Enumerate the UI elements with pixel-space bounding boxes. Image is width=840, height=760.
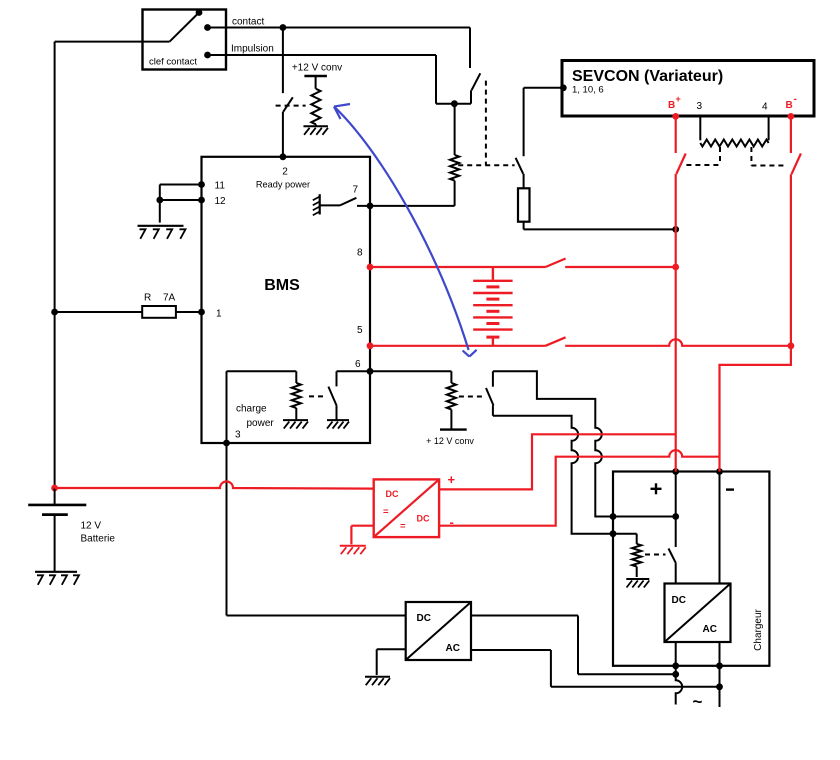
svg-text:1, 10, 6: 1, 10, 6	[572, 85, 604, 96]
svg-text:DC: DC	[386, 489, 399, 499]
svg-text:11: 11	[215, 181, 226, 192]
svg-text:~: ~	[693, 692, 703, 711]
svg-text:-: -	[794, 94, 797, 105]
svg-text:5: 5	[357, 325, 363, 336]
svg-text:=: =	[400, 521, 406, 532]
svg-text:B: B	[668, 100, 675, 111]
svg-text:DC: DC	[672, 595, 686, 606]
svg-text:+: +	[676, 94, 681, 104]
svg-text:power: power	[247, 418, 275, 429]
svg-text:7A: 7A	[163, 293, 176, 304]
svg-text:DC: DC	[417, 514, 430, 524]
svg-text:DC: DC	[417, 613, 431, 624]
svg-text:+12 V conv: +12 V conv	[292, 63, 342, 74]
svg-text:clef contact: clef contact	[149, 57, 197, 68]
svg-text:contact: contact	[232, 17, 264, 28]
svg-text:+ 12 V conv: + 12 V conv	[426, 436, 474, 446]
svg-text:3: 3	[697, 101, 703, 112]
svg-text:charge: charge	[236, 404, 267, 415]
svg-text:AC: AC	[446, 643, 460, 654]
svg-text:6: 6	[355, 359, 361, 370]
svg-text:3: 3	[235, 430, 241, 441]
svg-text:1: 1	[216, 309, 222, 320]
svg-text:12: 12	[215, 196, 227, 207]
svg-text:AC: AC	[703, 624, 717, 635]
svg-text:Chargeur: Chargeur	[753, 608, 764, 650]
svg-text:+: +	[448, 472, 456, 487]
svg-text:R: R	[144, 293, 151, 304]
svg-text:Batterie: Batterie	[81, 534, 116, 545]
svg-text:SEVCON (Variateur): SEVCON (Variateur)	[572, 68, 723, 85]
svg-text:BMS: BMS	[264, 277, 300, 294]
svg-text:Ready power: Ready power	[256, 180, 310, 190]
svg-text:Impulsion: Impulsion	[231, 44, 274, 55]
svg-text:8: 8	[357, 248, 363, 259]
svg-text:=: =	[383, 507, 389, 518]
svg-text:7: 7	[353, 185, 359, 196]
svg-text:B: B	[786, 100, 793, 111]
svg-text:12 V: 12 V	[81, 521, 102, 532]
svg-text:-: -	[450, 515, 454, 530]
svg-text:4: 4	[762, 102, 768, 113]
svg-text:2: 2	[282, 167, 288, 178]
